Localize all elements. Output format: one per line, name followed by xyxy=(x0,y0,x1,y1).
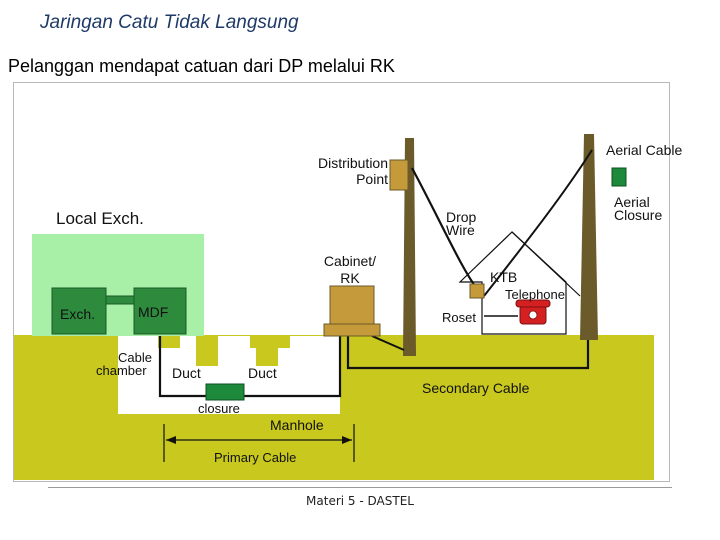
duct-right-cavity xyxy=(256,336,278,366)
label-aerial-closure-2: Closure xyxy=(614,207,662,223)
roset-box xyxy=(469,283,485,299)
label-mdf: MDF xyxy=(138,304,168,320)
aerial-closure-box xyxy=(611,167,627,187)
exch-mdf-link xyxy=(105,295,135,305)
distribution-point-box xyxy=(389,159,409,191)
label-manhole: Manhole xyxy=(270,417,324,433)
label-secondary-cable: Secondary Cable xyxy=(422,380,530,396)
telephone-icon xyxy=(515,299,551,325)
label-cabinet-1: Cabinet/ xyxy=(324,253,376,269)
slide-subtitle: Pelanggan mendapat catuan dari DP melalu… xyxy=(8,56,395,76)
cabinet-to-pole-cable xyxy=(371,335,405,351)
label-exch: Exch. xyxy=(60,306,95,322)
label-duct-left: Duct xyxy=(172,365,201,381)
label-local-exch: Local Exch. xyxy=(56,209,144,228)
slide-title: Jaringan Catu Tidak Langsung xyxy=(40,12,299,33)
label-cable-chamber-1: Cable xyxy=(118,350,152,365)
distribution-pole xyxy=(403,138,416,356)
label-roset: Roset xyxy=(442,310,476,325)
secondary-cable-line xyxy=(346,336,590,370)
label-drop-wire-1: Drop xyxy=(446,209,477,225)
label-ktb: KTB xyxy=(490,269,517,285)
cable-chamber-cavity xyxy=(118,336,340,414)
dimension-arrow-right xyxy=(342,436,352,444)
label-aerial-cable: Aerial Cable xyxy=(606,142,682,158)
label-drop-wire-2: Wire xyxy=(446,222,475,238)
label-aerial-closure-1: Aerial xyxy=(614,194,650,210)
aerial-pole xyxy=(580,134,598,340)
label-primary-cable: Primary Cable xyxy=(214,450,296,465)
underground-closure-box xyxy=(205,383,245,401)
slide-footer: Materi 5 - DASTEL xyxy=(306,494,414,508)
drop-wire-cable xyxy=(411,167,479,291)
footer-divider xyxy=(48,487,672,488)
label-distribution-point-1: Distribution xyxy=(318,155,388,171)
exch-box xyxy=(51,287,107,335)
cabinet-base xyxy=(323,323,381,337)
label-distribution-point-2: Point xyxy=(356,171,388,187)
label-closure: closure xyxy=(198,401,240,416)
label-cabinet-2: RK xyxy=(340,270,360,286)
primary-cable-line xyxy=(158,336,342,398)
label-duct-right: Duct xyxy=(248,365,277,381)
dimension-arrow-left xyxy=(166,436,176,444)
house-roof-right xyxy=(511,231,581,297)
duct-left-cavity xyxy=(196,336,218,366)
mdf-box xyxy=(133,287,187,335)
cabinet-box xyxy=(329,285,375,327)
label-telephone: Telephone xyxy=(505,287,565,302)
label-cable-chamber-2: chamber xyxy=(96,363,147,378)
aerial-cable xyxy=(483,149,593,297)
